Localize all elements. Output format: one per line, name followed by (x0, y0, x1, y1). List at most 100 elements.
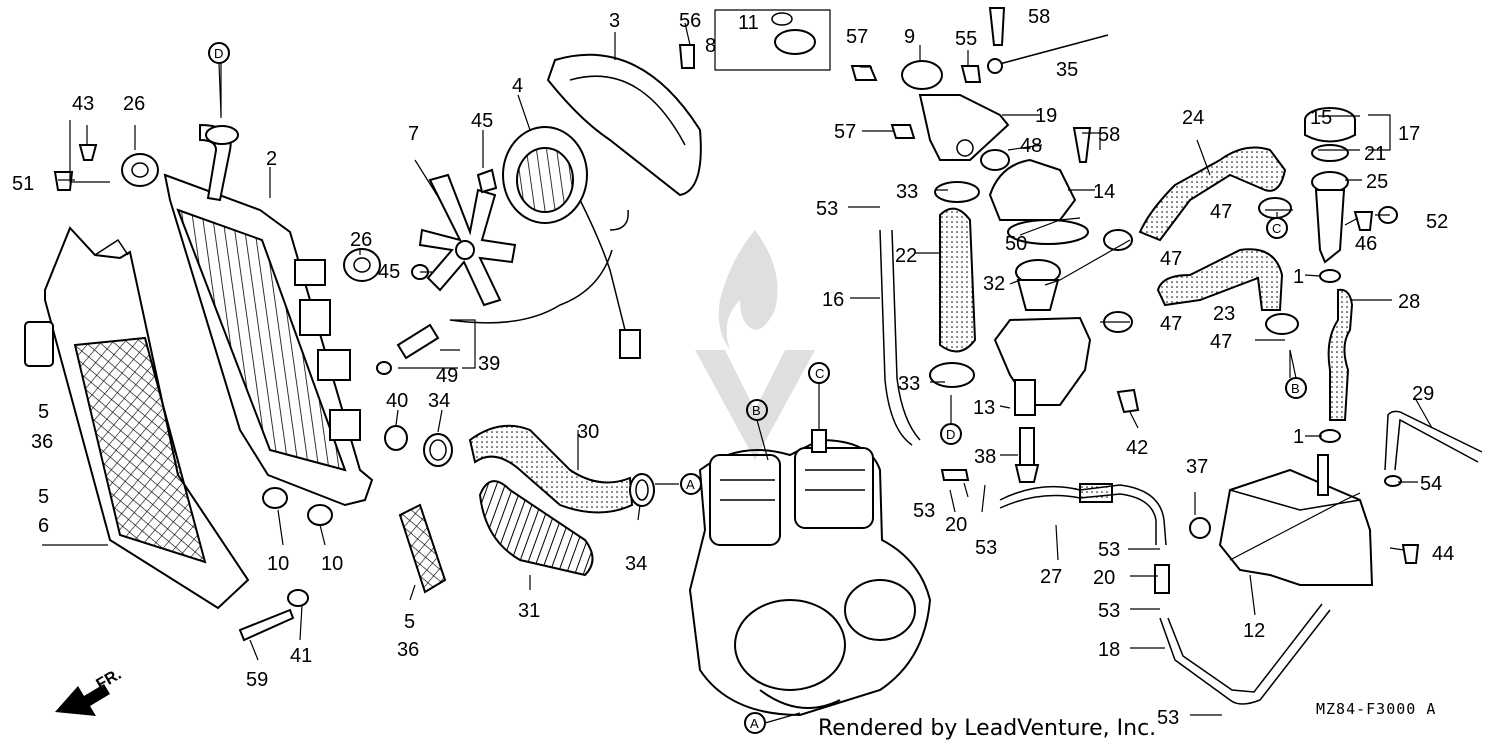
hose-clamp-34b (629, 473, 655, 507)
callout-21: 21 (1364, 143, 1386, 165)
callout-57a: 57 (846, 26, 868, 48)
callout-25: 25 (1366, 171, 1388, 193)
cap-15 (1304, 107, 1356, 143)
hose-27 (999, 483, 1167, 546)
clamp-47a (1103, 229, 1133, 251)
callout-3: 3 (609, 10, 620, 32)
rubber-grommet-5-36 (24, 321, 54, 367)
svg-text:C: C (1272, 221, 1281, 236)
filler-neck-25 (1311, 171, 1349, 264)
callout-6: 6 (38, 515, 49, 537)
callout-47c: 47 (1210, 201, 1232, 223)
cap-9 (901, 60, 943, 90)
callout-32: 32 (983, 273, 1005, 295)
engine (688, 429, 932, 717)
svg-text:B: B (1291, 381, 1300, 396)
bolt-46 (1353, 211, 1374, 231)
clip-1b (1319, 429, 1341, 443)
callout-36a: 36 (31, 431, 53, 453)
callout-47d: 47 (1210, 331, 1232, 353)
callout-11: 11 (738, 12, 759, 34)
callout-53b: 53 (913, 500, 935, 522)
callout-9: 9 (904, 26, 915, 48)
wire-35 (987, 34, 1109, 74)
callout-10a: 10 (267, 553, 289, 575)
bolt-55 (960, 65, 982, 83)
callout-39: 39 (478, 353, 500, 375)
callout-53a: 53 (816, 198, 838, 220)
clamp-47d (1265, 313, 1299, 335)
damper-rubber-26b (343, 248, 381, 282)
clamp-33a (934, 181, 980, 203)
callout-34a: 34 (428, 390, 450, 412)
callout-1b: 1 (1293, 426, 1304, 448)
callout-16: 16 (822, 289, 844, 311)
thermostat-housing-19 (918, 94, 1010, 161)
callout-29: 29 (1412, 383, 1434, 405)
thermostat-32 (1015, 259, 1061, 311)
callout-24: 24 (1182, 107, 1204, 129)
reserve-tank-12 (1218, 454, 1374, 586)
fitting-20a (940, 469, 970, 481)
callout-57b: 57 (834, 121, 856, 143)
radiator (163, 123, 374, 507)
callout-14: 14 (1093, 181, 1115, 203)
joint-40 (384, 425, 408, 451)
nut-45a (476, 168, 498, 194)
callout-10b: 10 (321, 553, 343, 575)
callout-46: 46 (1355, 233, 1377, 255)
joint-14 (988, 158, 1077, 221)
callout-28: 28 (1398, 291, 1420, 313)
o-ring-48 (980, 149, 1010, 171)
callout-52: 52 (1426, 211, 1448, 233)
svg-text:C: C (815, 366, 824, 381)
callout-5b: 5 (38, 486, 49, 508)
callout-49: 49 (436, 365, 458, 387)
callout-53e: 53 (1098, 600, 1120, 622)
callout-27: 27 (1040, 566, 1062, 588)
callout-41: 41 (290, 645, 312, 667)
wire-harness (449, 249, 613, 324)
bolt-58b (1072, 127, 1092, 163)
callout-12: 12 (1243, 620, 1265, 642)
callout-20a: 20 (945, 514, 967, 536)
callout-18: 18 (1098, 639, 1120, 661)
bolt-56 (678, 44, 695, 69)
callout-8: 8 (705, 35, 716, 57)
callout-50: 50 (1005, 233, 1027, 255)
callout-33a: 33 (896, 181, 918, 203)
clamp-47c (1258, 197, 1292, 219)
callout-35: 35 (1056, 59, 1078, 81)
ref-leaders (218, 62, 1297, 724)
damper-rubber-26a (121, 153, 159, 187)
fitting-20b (1154, 564, 1170, 594)
fan-shroud (546, 53, 702, 197)
o-ring-50 (1007, 219, 1089, 245)
callout-2: 2 (266, 148, 277, 170)
callout-15: 15 (1310, 107, 1332, 129)
callout-5c: 5 (404, 611, 415, 633)
collar-37 (1189, 517, 1211, 539)
callout-54: 54 (1420, 473, 1442, 495)
bolt-57b (890, 124, 916, 139)
callout-51: 51 (12, 173, 34, 195)
callout-59: 59 (246, 669, 268, 691)
bolt-42 (1116, 388, 1140, 414)
fan-motor (502, 126, 641, 359)
svg-text:D: D (214, 46, 223, 61)
radiator-shroud (44, 226, 250, 610)
front-direction-arrow: FR. (55, 666, 124, 716)
callout-33b: 33 (898, 373, 920, 395)
frame-8-11 (714, 9, 831, 71)
callout-44: 44 (1432, 543, 1454, 565)
corrugated-tube-31 (478, 480, 594, 577)
callout-labels: 43 26 51 2 26 5 36 5 6 7 45 45 4 3 56 11… (12, 6, 1454, 729)
diagram-code: MZ84-F3000 A (1316, 700, 1437, 718)
svg-text:D: D (946, 427, 955, 442)
watermark-logo (695, 230, 815, 460)
callout-53c: 53 (975, 537, 997, 559)
bolt-51 (53, 171, 74, 191)
clip-54 (1384, 475, 1402, 487)
rubber-5-36 (398, 503, 447, 594)
callout-40: 40 (386, 390, 408, 412)
